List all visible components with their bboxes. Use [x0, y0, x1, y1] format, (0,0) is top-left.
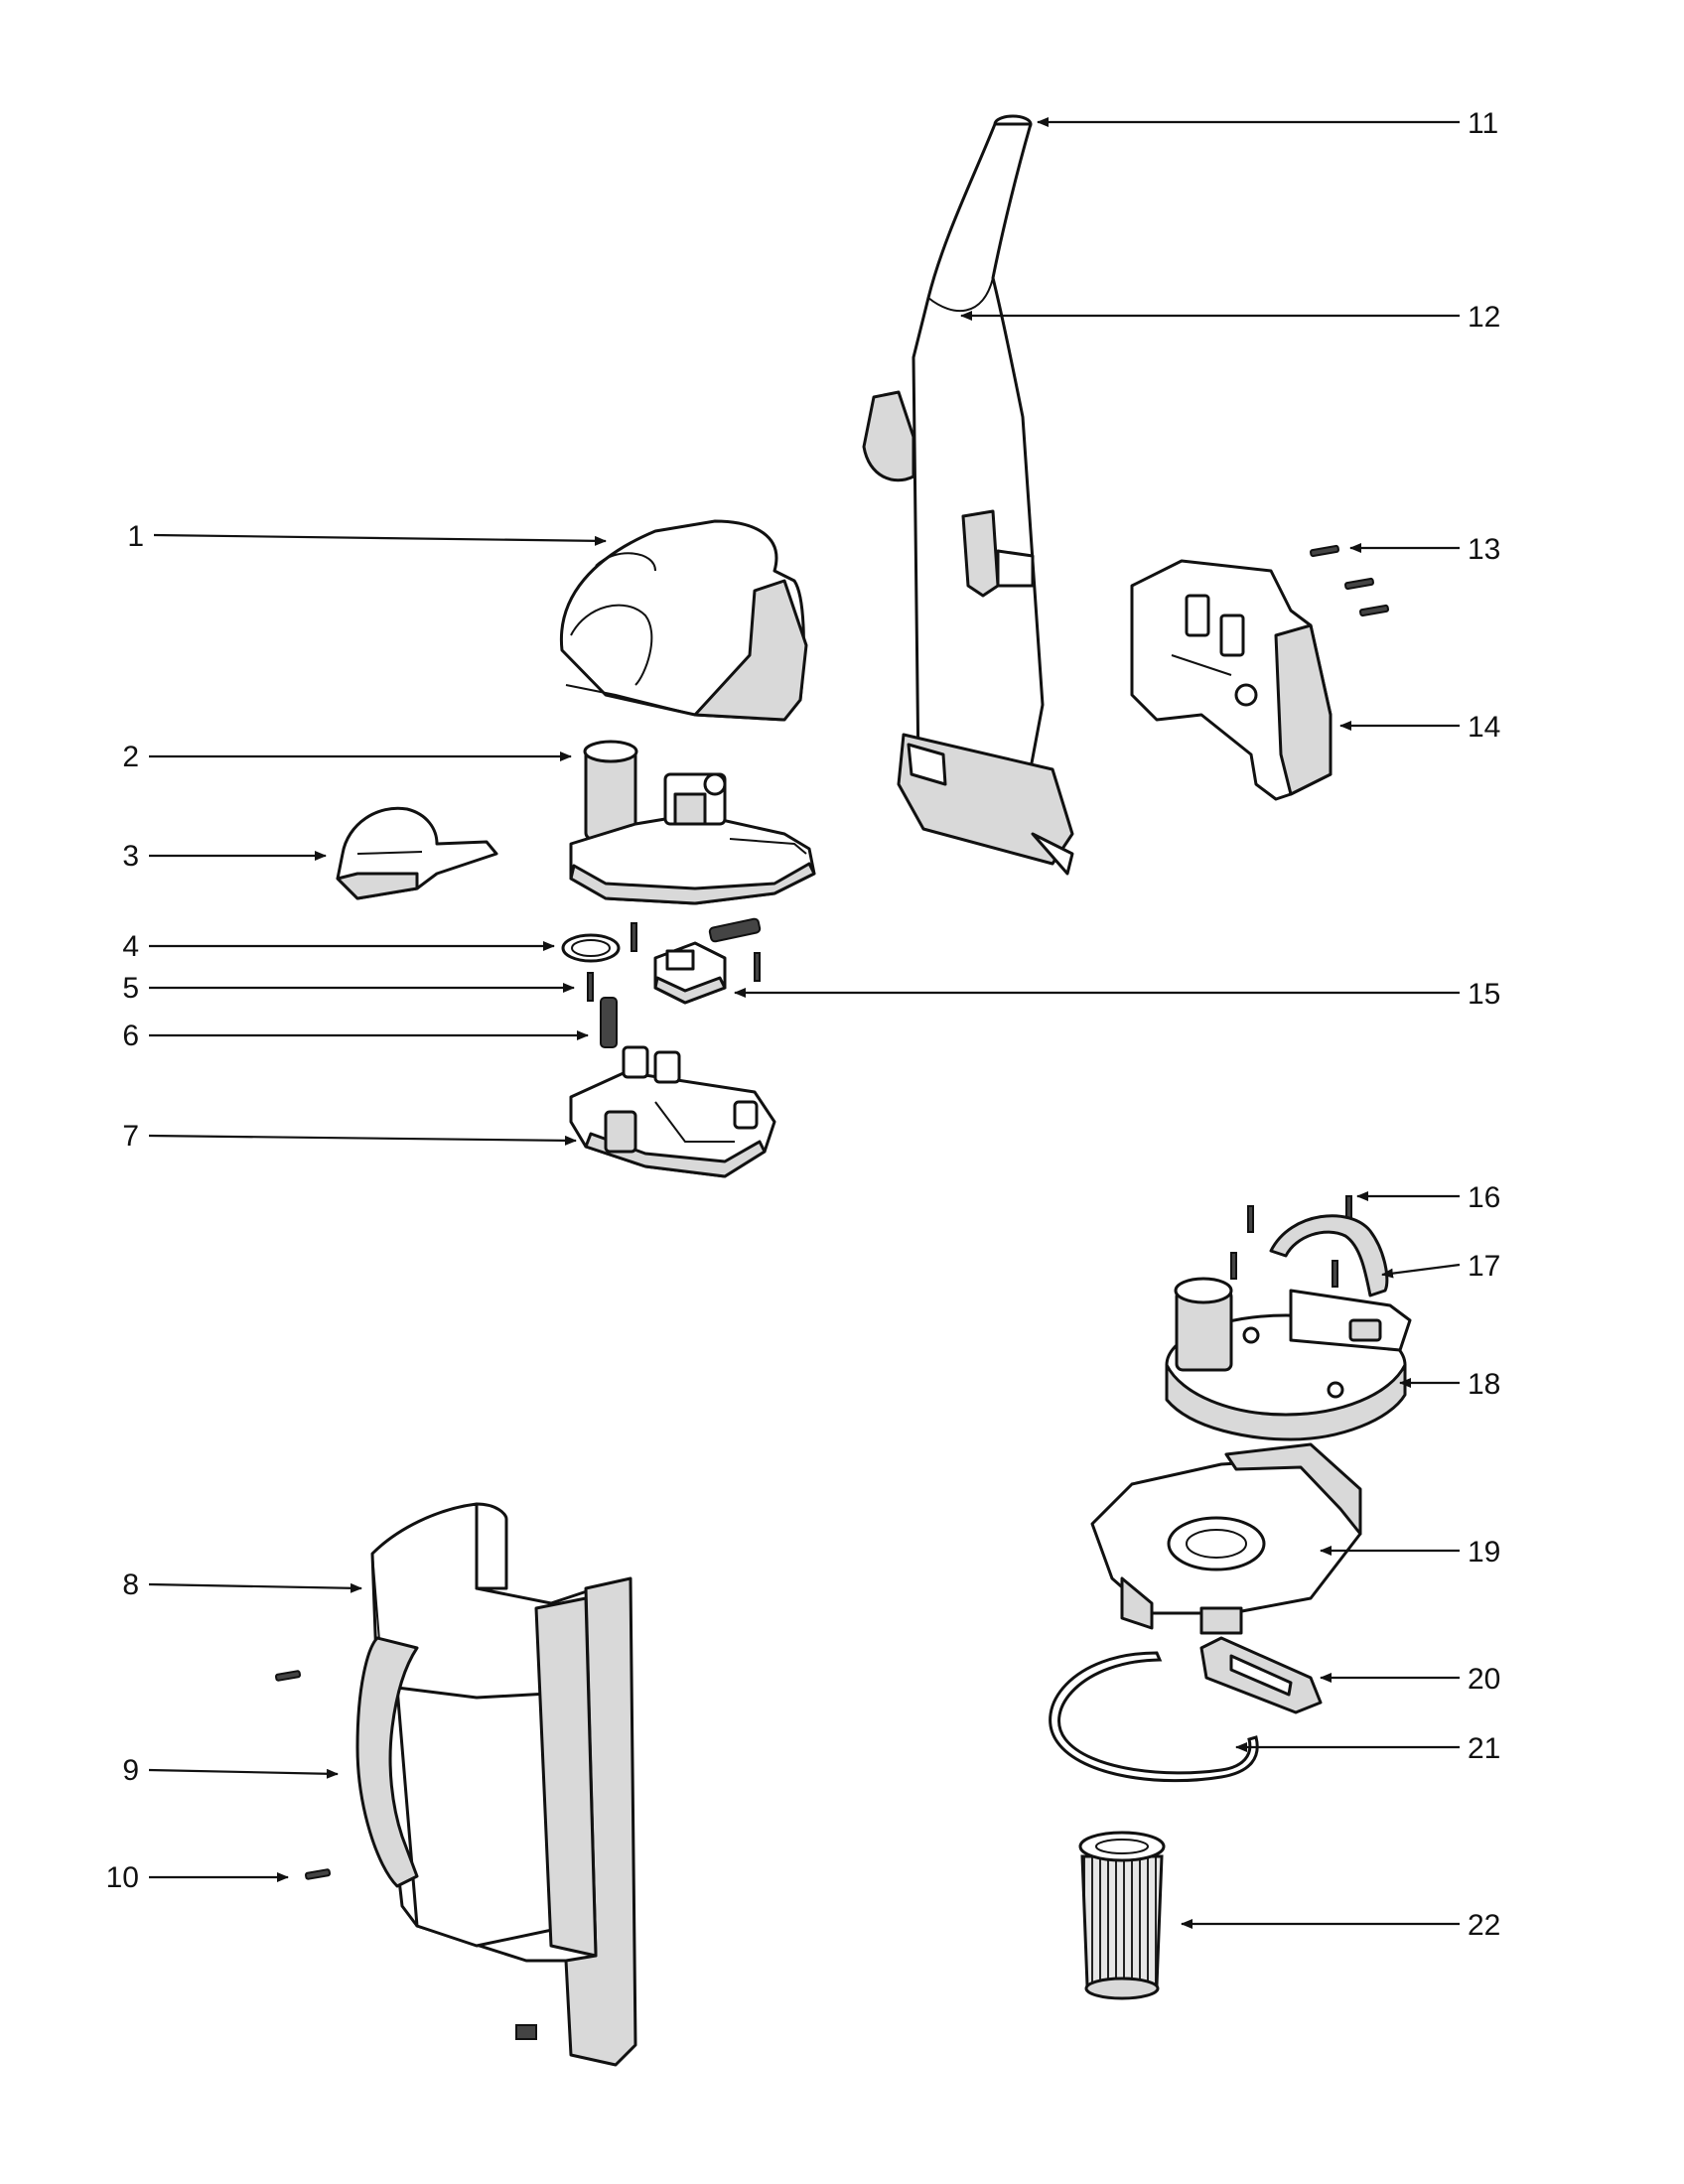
callout-label-6: 6	[122, 1020, 139, 1052]
callouts: 1 2 3 4 5 6 7 8 9 10 11 12 13 14 15 16	[106, 107, 1501, 1942]
callout-label-1: 1	[127, 520, 144, 553]
part-14-rear-cover	[1130, 559, 1333, 801]
part-spring-horizontal	[708, 917, 762, 943]
part-3-latch	[336, 806, 498, 900]
callout-label-13: 13	[1468, 533, 1500, 566]
callout-label-16: 16	[1468, 1181, 1500, 1214]
part-18-filter-lid	[1165, 1277, 1412, 1441]
callout-label-12: 12	[1468, 301, 1500, 334]
callout-label-22: 22	[1468, 1909, 1500, 1942]
callout-label-4: 4	[122, 930, 139, 963]
part-22-pleated-filter	[1078, 1831, 1166, 2000]
callout-label-5: 5	[122, 972, 139, 1005]
callout-label-2: 2	[122, 741, 139, 773]
part-5-screws	[587, 922, 761, 1002]
part-4-ring	[561, 933, 621, 963]
part-15-slider	[653, 941, 727, 1005]
callout-label-15: 15	[1468, 978, 1500, 1011]
part-13-screws	[1310, 544, 1389, 617]
part-21-ring-clip	[1049, 1651, 1259, 1783]
callout-label-10: 10	[106, 1861, 139, 1894]
callout-label-17: 17	[1468, 1250, 1500, 1283]
part-6-spring	[600, 997, 618, 1048]
callout-label-21: 21	[1468, 1732, 1500, 1765]
callout-label-14: 14	[1468, 711, 1500, 744]
callout-label-3: 3	[122, 840, 139, 873]
part-12-handle-tube	[862, 114, 1074, 876]
part-2-nozzle-base	[569, 740, 816, 905]
part-7-bottom-plate	[569, 1045, 776, 1178]
callout-label-20: 20	[1468, 1663, 1500, 1696]
callout-label-7: 7	[122, 1120, 139, 1153]
callout-label-8: 8	[122, 1569, 139, 1601]
part-10-screws	[274, 1670, 332, 1880]
part-1-top-cover	[559, 519, 808, 722]
part-8-canister	[370, 1502, 637, 2067]
part-20-gasket	[1199, 1636, 1323, 1714]
part-9-canister-handle	[355, 1636, 419, 1888]
callout-label-19: 19	[1468, 1536, 1500, 1569]
callout-label-11: 11	[1468, 107, 1498, 140]
part-17-arc-handle	[1269, 1214, 1389, 1297]
callout-label-18: 18	[1468, 1368, 1500, 1401]
callout-label-9: 9	[122, 1754, 139, 1787]
part-19-filter-housing	[1090, 1442, 1362, 1635]
